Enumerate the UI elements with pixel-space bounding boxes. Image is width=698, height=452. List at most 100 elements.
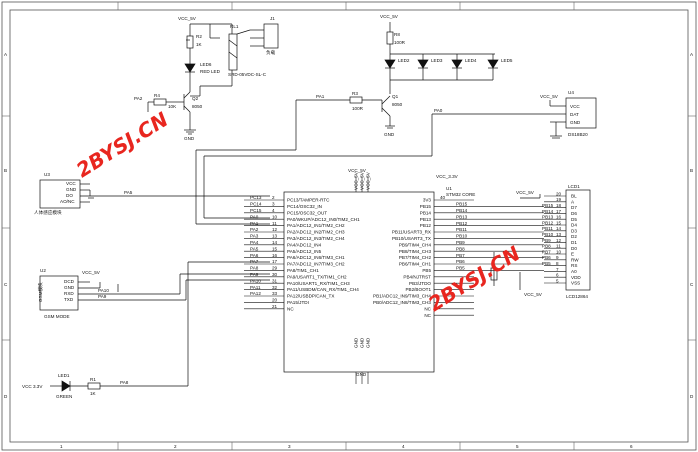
mcu-left-net-label: PA11: [250, 285, 261, 290]
col-label: 5: [516, 444, 519, 449]
led2-ref: LED2: [398, 58, 410, 63]
mcu-left-net-label: PA0: [250, 214, 259, 219]
mcu-right-pin-name: PB10/USART3_TX: [392, 236, 431, 241]
lcd-pin-number: 14: [556, 226, 562, 231]
mcu-right-pin-name: PB2/BOOT1: [405, 287, 431, 292]
mcu-left-pin-number: 12: [272, 227, 278, 232]
mcu-right-pin-name: PB13: [420, 217, 432, 222]
lcd-pin-name: D5: [571, 217, 577, 222]
mcu-right-pin-name: PB9/TIM4_CH4: [399, 242, 432, 247]
r2-value: 1K: [196, 42, 203, 47]
row-label: B: [4, 168, 7, 173]
q1-ref: Q1: [392, 94, 399, 99]
mcu-left-pin-number: 10: [272, 214, 278, 219]
row-label: B: [690, 168, 693, 173]
mcu-left-pin-number: 16: [272, 253, 278, 258]
mcu-right-net-label: PB15: [456, 202, 468, 207]
mcu-left-net-label: PC13: [250, 195, 262, 200]
mcu-left-pin-number: 11: [272, 221, 277, 226]
net-pa8: PA8: [120, 380, 129, 385]
mcu-left-pin-name: PA2/ADC12_IN2/TIM2_CH3: [287, 230, 345, 235]
mcu-left-net-label: PA9: [250, 272, 259, 277]
mcu-left-pin-number: 30: [272, 272, 278, 277]
mcu-top-pin-name: VCC_5V: [366, 171, 371, 190]
mcu-left-pin-name: PA12/USBDP/CAN_TX: [287, 294, 334, 299]
mcu-left-net-label: PA1: [250, 221, 259, 226]
lcd-pin-name: VSS: [571, 281, 580, 286]
lcd-net-label: PB13: [542, 215, 554, 220]
net-vcc5v-mcu: VCC_5V: [348, 168, 367, 173]
mcu-left-pin-number: 29: [272, 266, 278, 271]
lcd-pin-name: D3: [571, 228, 577, 233]
led4-ref: LED4: [465, 58, 477, 63]
mcu-ref: U1: [446, 186, 452, 191]
mcu-left-pin-number: 31: [272, 278, 278, 283]
col-label: 4: [402, 444, 405, 449]
q1-value: 8050: [392, 102, 403, 107]
mcu-left-pin-number: 2: [272, 195, 275, 200]
mcu-left-pin-number: 21: [272, 304, 278, 309]
led1-ref: LED1: [58, 373, 70, 378]
net-vcc33-mcu: VCC_3.3V: [436, 174, 459, 179]
mcu-right-pin-name: PB3/JTDO: [409, 281, 431, 286]
led3-ref: LED3: [431, 58, 443, 63]
mcu-right-pin-name: PB11/USART3_RX: [392, 230, 431, 235]
mcu-left-pin-number: 4: [272, 208, 275, 213]
lcd-pin-name: D6: [571, 211, 577, 216]
r3-value: 100R: [352, 106, 364, 111]
mcu-bottom-pin-name: GND: [360, 337, 365, 348]
mcu-right-pin-name: PB4/NJTRST: [403, 274, 431, 279]
led1-circuit: [50, 261, 270, 392]
mcu-right-pin-name: PB8/TIM4_CH3: [399, 249, 432, 254]
u4-pin-dat: DAT: [570, 112, 579, 117]
mcu-left-net-label: PA2: [250, 227, 259, 232]
r3-ref: R3: [352, 91, 358, 96]
mcu-left-pin-name: PC15/OSC32_OUT: [287, 210, 327, 215]
r1-value: 1K: [90, 391, 97, 396]
mcu-right-net-label: PB5: [456, 266, 465, 271]
mcu-left-pin-number: 13: [272, 234, 278, 239]
u2-ref: U2: [40, 268, 46, 273]
net-pa2-relay: PA2: [134, 96, 143, 101]
mcu-left-net-label: PA8: [250, 266, 259, 271]
u2-pin-rxd: RXD: [64, 291, 74, 296]
gnd-label-mcu: GND: [356, 372, 367, 377]
relay-driver-circuit: [147, 23, 279, 135]
mcu-left-pin-name: PA10/USART1_RX/TIM1_CH3: [287, 281, 350, 286]
j1-ref: J1: [270, 16, 275, 21]
row-label: A: [690, 52, 694, 57]
mcu-name: STM32 CORE: [446, 192, 475, 197]
mcu-left-net-label: PC14: [250, 202, 262, 207]
frame-labels: A B C D A B C D 1 2 3 4 5 6: [4, 52, 694, 449]
lcd-pin-name: D4: [571, 223, 577, 228]
lcd-pin-name: D1: [571, 240, 577, 245]
mcu-right-net-label: PB6: [456, 259, 465, 264]
mcu-left-pin-number: 15: [272, 246, 278, 251]
mcu-right-pin-name: PB0/ADC12_IN8/TIM3_CH3: [373, 300, 431, 305]
u4-ds18b20: [203, 97, 597, 219]
u3-pin-gnd: GND: [66, 187, 77, 192]
led5-ref: LED5: [501, 58, 513, 63]
mcu-left-pin-name: PA8/TIM1_CH1: [287, 268, 319, 273]
lcd-pin-name: BL: [571, 194, 577, 199]
lcd-pin-number: 15: [556, 220, 562, 225]
net-vcc5v-u4: VCC_5V: [540, 94, 559, 99]
net-pa1: PA1: [316, 94, 325, 99]
row-label: C: [690, 282, 694, 287]
mcu-top-pin-name: VCC_5V: [360, 171, 365, 190]
lcd-pin-number: 10: [556, 249, 562, 254]
net-pa5: PA5: [124, 190, 133, 195]
lcd-net-label: PB5: [542, 261, 551, 266]
mcu-right-pin-name: PB6/TIM4_CH1: [399, 262, 432, 267]
u2-pin-gnd: GND: [64, 285, 75, 290]
net-vcc5v-lcd: VCC_5V: [516, 190, 535, 195]
mcu-u1: [283, 191, 435, 373]
lcd-pin-name: A0: [571, 269, 577, 274]
watermark-right: 2BYSJ.CN: [424, 241, 525, 316]
lcd-net-label: PB8: [542, 244, 551, 249]
lcd-pin-number: 8: [556, 261, 559, 266]
mcu-right-pin-name: PB14: [420, 210, 432, 215]
mcu-left-pin-name: PA1/ADC12_IN1/TIM2_CH2: [287, 223, 345, 228]
mcu-left-pin-number: 14: [272, 240, 278, 245]
